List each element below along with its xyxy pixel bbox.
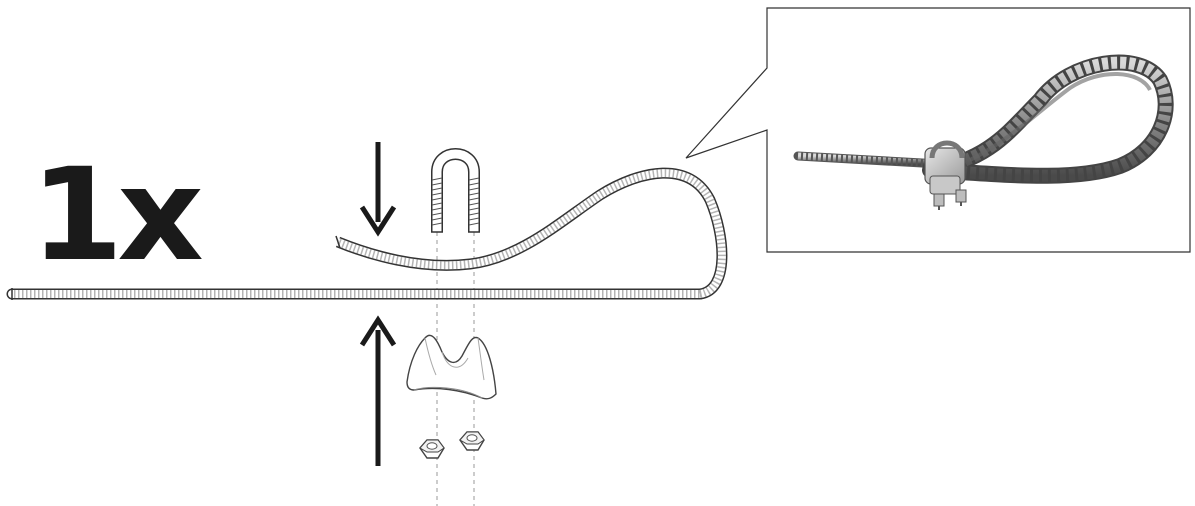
clip-saddle — [406, 334, 497, 400]
hex-nut-left — [419, 439, 445, 459]
up-arrow — [359, 315, 397, 466]
detail-callout — [685, 7, 1191, 253]
down-arrow — [359, 142, 397, 237]
wire-rope — [6, 167, 728, 300]
assembled-clip-illustration — [793, 54, 1174, 210]
u-bolt — [431, 148, 480, 233]
hex-nut-right — [459, 431, 485, 451]
quantity-label: 1x — [30, 141, 204, 290]
